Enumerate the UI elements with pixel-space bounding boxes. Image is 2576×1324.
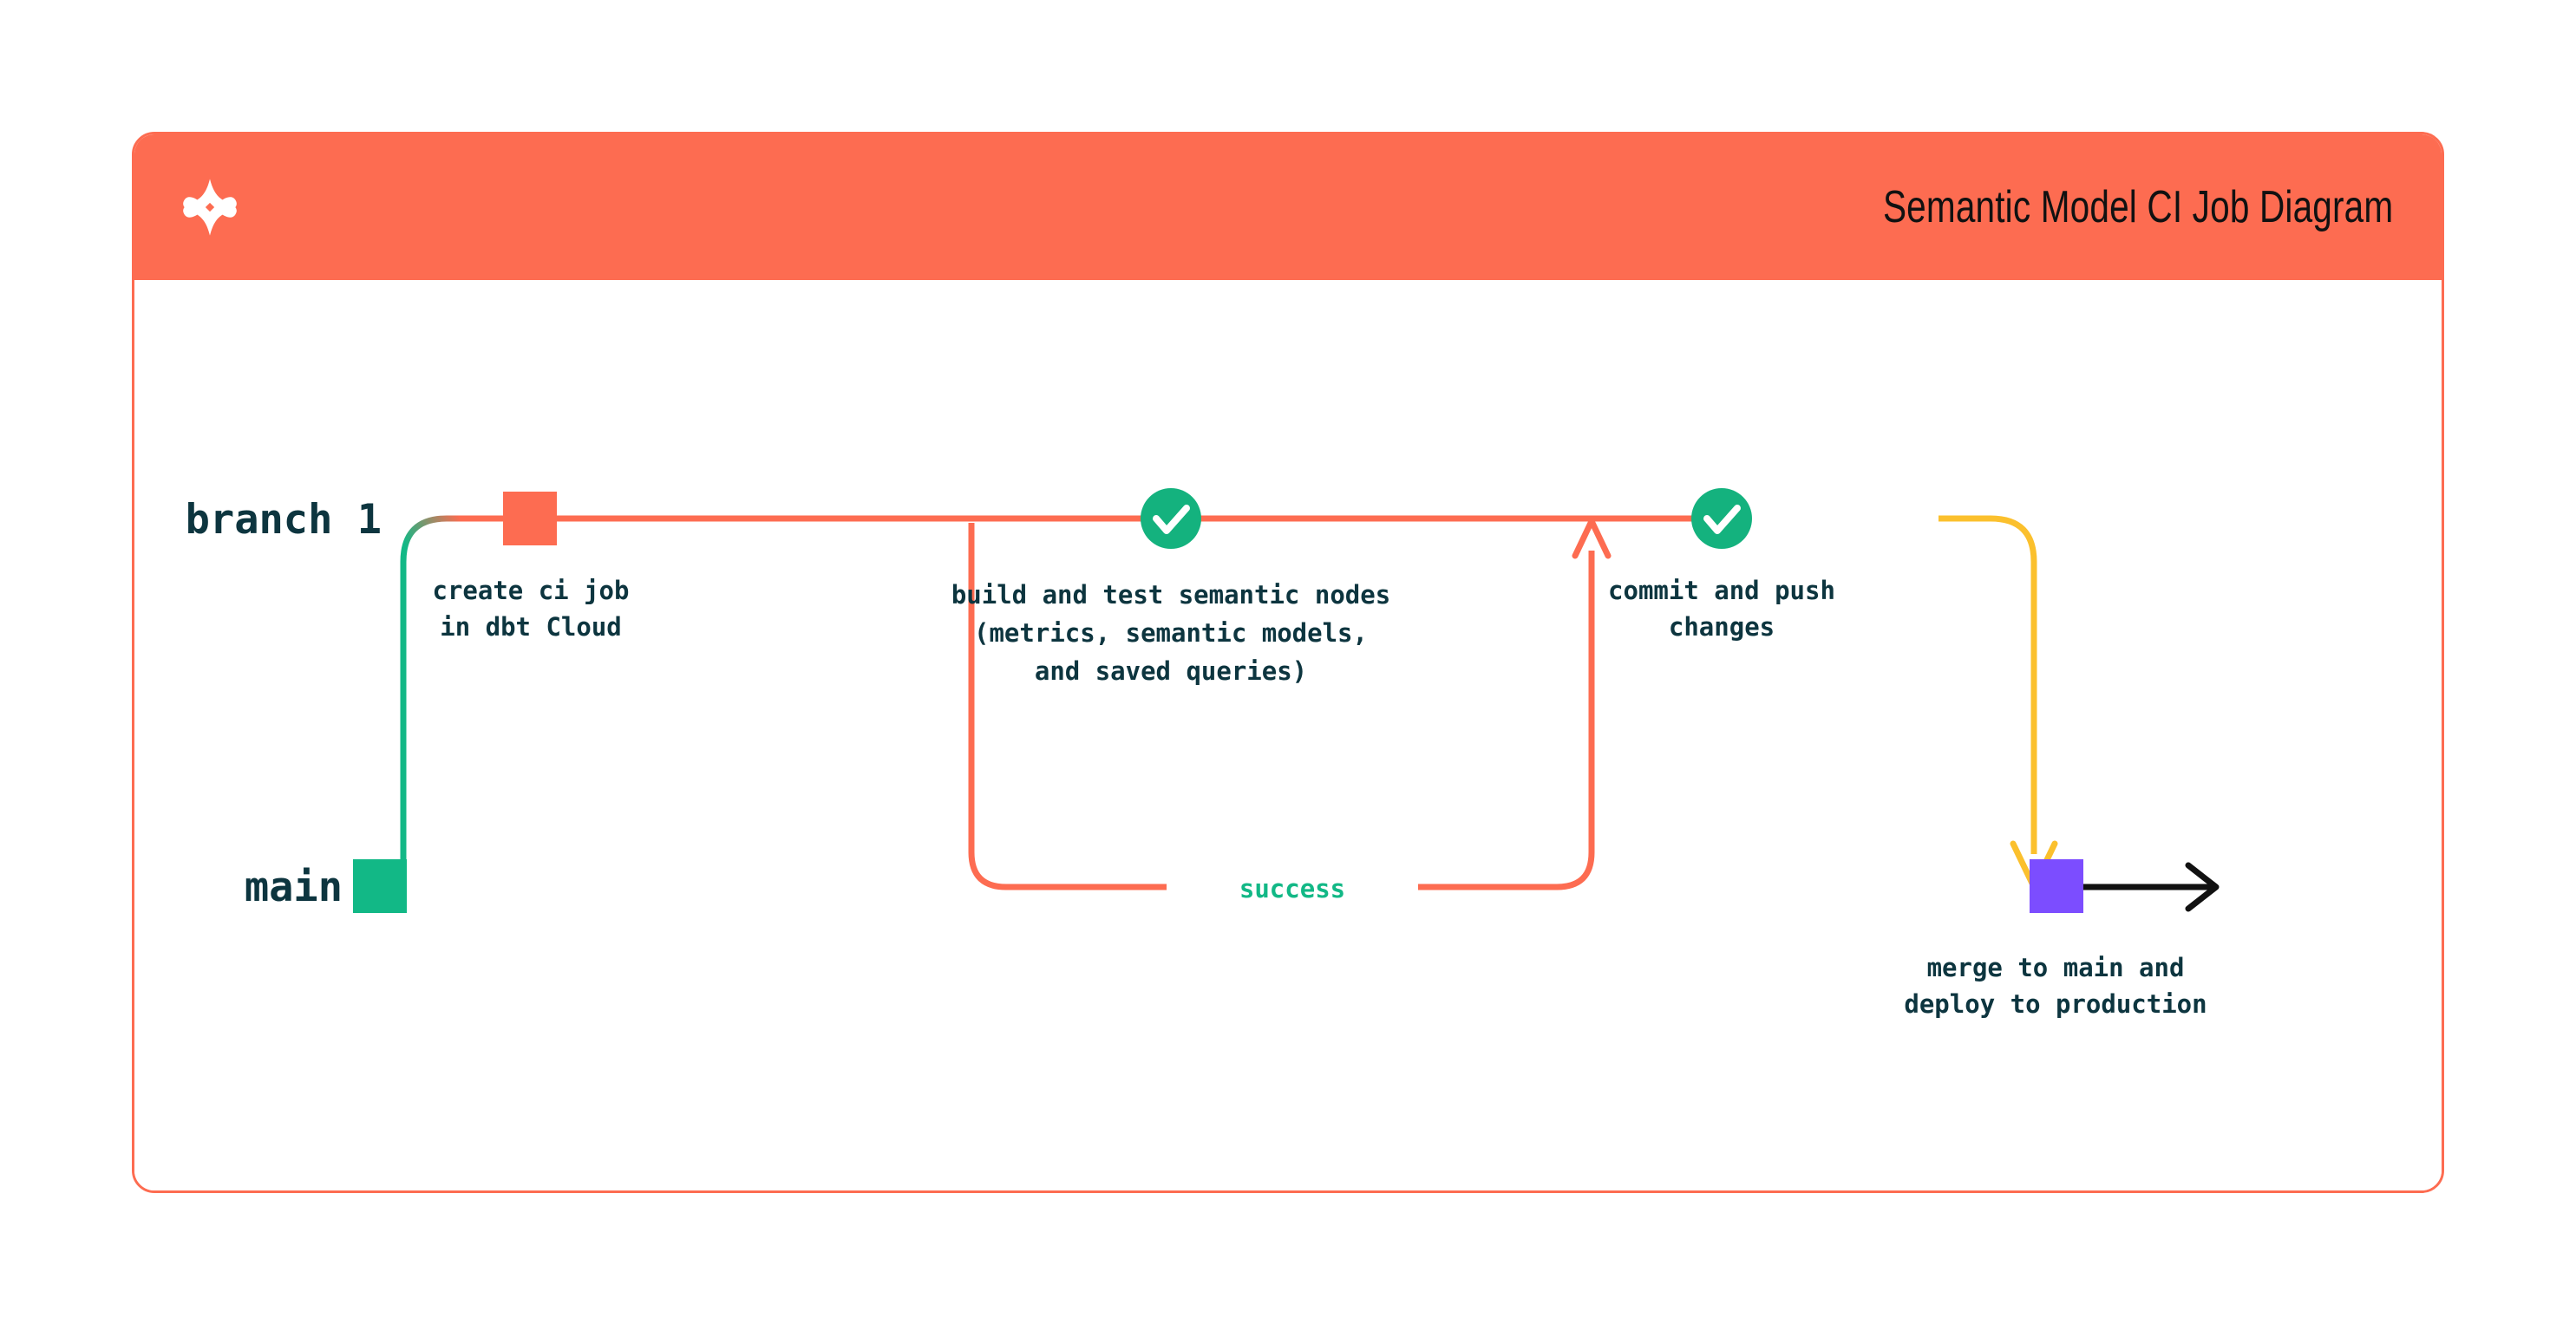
deploy-out-arrowhead xyxy=(2185,862,2220,912)
node-marker-main-start[interactable] xyxy=(353,859,407,913)
node-marker-create-ci-job[interactable] xyxy=(503,492,557,545)
svg-text:commit and push: commit and push xyxy=(1608,576,1835,605)
card-body: success branch 1 main xyxy=(134,280,2442,1190)
svg-text:merge to main and: merge to main and xyxy=(1927,953,2185,982)
node-marker-merge-to-main[interactable] xyxy=(2030,859,2083,913)
lane-label-main: main xyxy=(245,864,343,911)
success-loop-arrowhead xyxy=(1572,518,1612,559)
svg-text:deploy to production: deploy to production xyxy=(1904,989,2207,1019)
success-loop-left xyxy=(968,523,1167,890)
ci-job-diagram: success branch 1 main xyxy=(186,488,2220,1019)
svg-text:(metrics, semantic models,: (metrics, semantic models, xyxy=(974,618,1368,648)
node-label-commit-and-push: commit and push changes xyxy=(1608,576,1835,642)
check-icon xyxy=(1153,505,1190,534)
lane-label-branch1: branch 1 xyxy=(186,496,382,544)
success-loop-right xyxy=(1418,551,1595,890)
svg-text:and saved queries): and saved queries) xyxy=(1035,656,1307,686)
branch-off-line xyxy=(400,515,507,887)
node-label-create-ci-job: create ci job in dbt Cloud xyxy=(433,576,630,642)
edge-label-success: success xyxy=(1239,874,1345,903)
page-title: Semantic Model CI Job Diagram xyxy=(1882,182,2393,232)
card-header: Semantic Model CI Job Diagram xyxy=(134,134,2442,280)
svg-text:changes: changes xyxy=(1669,612,1775,642)
svg-text:in dbt Cloud: in dbt Cloud xyxy=(440,612,622,642)
node-marker-commit-and-push[interactable] xyxy=(1691,488,1752,549)
diagram-card: Semantic Model CI Job Diagram xyxy=(132,132,2444,1193)
check-icon xyxy=(1703,505,1741,534)
svg-text:create ci job: create ci job xyxy=(433,576,630,605)
dbt-logo-icon xyxy=(183,179,237,236)
node-marker-build-and-test[interactable] xyxy=(1141,488,1201,549)
node-label-merge-to-main: merge to main and deploy to production xyxy=(1904,953,2207,1019)
node-label-build-and-test: build and test semantic nodes (metrics, … xyxy=(951,580,1390,686)
merge-down-line xyxy=(1939,515,2037,854)
svg-text:build and test semantic nodes: build and test semantic nodes xyxy=(951,580,1390,610)
